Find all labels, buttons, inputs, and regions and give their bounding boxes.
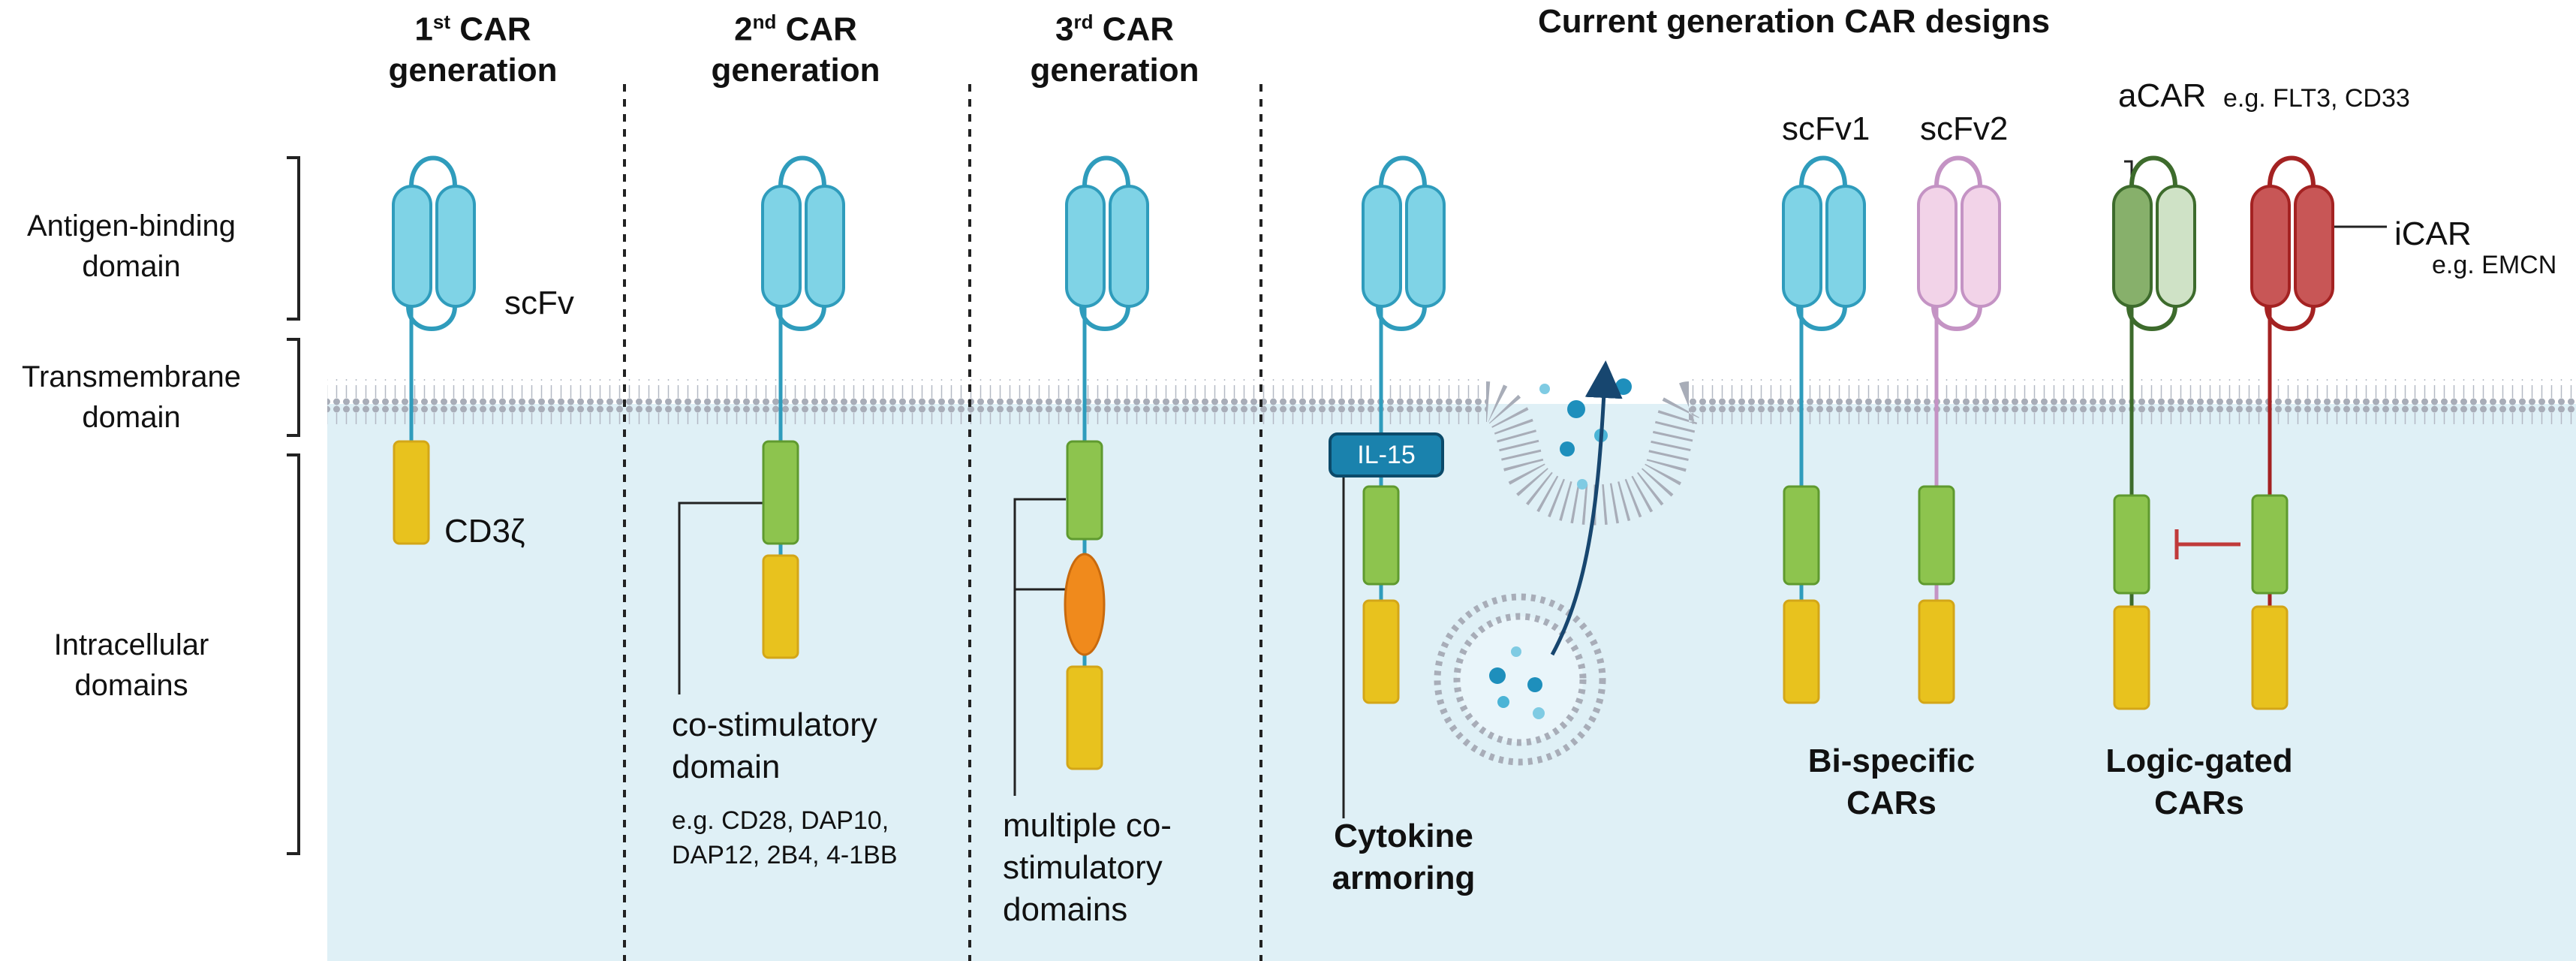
car-bispecific-1 — [1782, 155, 1866, 704]
header-gen1: 1st CAR generation — [388, 11, 558, 89]
label-costim-examples: e.g. CD28, DAP10,DAP12, 2B4, 4-1BB — [672, 806, 898, 869]
cd3z-domain — [1066, 665, 1103, 770]
costim-domain — [2113, 494, 2150, 595]
car-gen2 — [761, 155, 845, 659]
car-gen3 — [1064, 155, 1149, 770]
cd3z-domain — [762, 554, 799, 659]
cd3z-domain — [1918, 599, 1955, 704]
costim-domain — [762, 440, 799, 545]
secreted-cytokines — [1539, 378, 1632, 490]
il15-label: IL-15 — [1357, 441, 1416, 469]
label-cd3z: CD3ζ — [444, 513, 525, 550]
il15-box — [1329, 432, 1444, 477]
costim-domain — [1362, 485, 1400, 586]
label-icar: iCAR — [2394, 215, 2472, 252]
car-bispecific-2 — [1917, 155, 2001, 704]
header-gen3: 3rd CAR generation — [1030, 11, 1199, 89]
header-gen2: 2nd CAR generation — [711, 11, 880, 89]
costim-domain — [2251, 494, 2289, 595]
label-acar: aCAR — [2118, 77, 2207, 114]
cd3z-domain — [1362, 599, 1400, 704]
car-cytokine — [1362, 155, 1446, 704]
costim-domain-2 — [1064, 553, 1106, 656]
car-acar — [2112, 155, 2196, 710]
label-scfv: scFv — [504, 285, 574, 321]
section-dividers — [623, 84, 1262, 961]
costim-domain — [1918, 485, 1955, 586]
secretory-vesicle — [1434, 593, 1606, 766]
cd3z-domain — [2251, 605, 2289, 710]
cd3z-domain — [2113, 605, 2150, 710]
domain-brackets — [287, 156, 300, 855]
secretion-arrow — [1550, 360, 1623, 656]
cell-membrane — [327, 379, 2576, 526]
car-icar — [2250, 155, 2334, 710]
header-current: Current generation CAR designs — [1537, 3, 2051, 40]
label-scfv1: scFv1 — [1782, 110, 1870, 147]
inhibition-symbol — [2174, 529, 2240, 559]
cd3z-domain — [393, 440, 430, 545]
label-acar-examples: e.g. FLT3, CD33 — [2223, 84, 2410, 113]
costim-domain — [1066, 440, 1103, 541]
car-gen1 — [392, 155, 476, 545]
label-scfv2: scFv2 — [1920, 110, 2009, 147]
cd3z-domain — [1783, 599, 1820, 704]
costim-domain — [1783, 485, 1820, 586]
label-icar-examples: e.g. EMCN — [2432, 251, 2557, 279]
cytoplasm-background — [327, 404, 2576, 961]
